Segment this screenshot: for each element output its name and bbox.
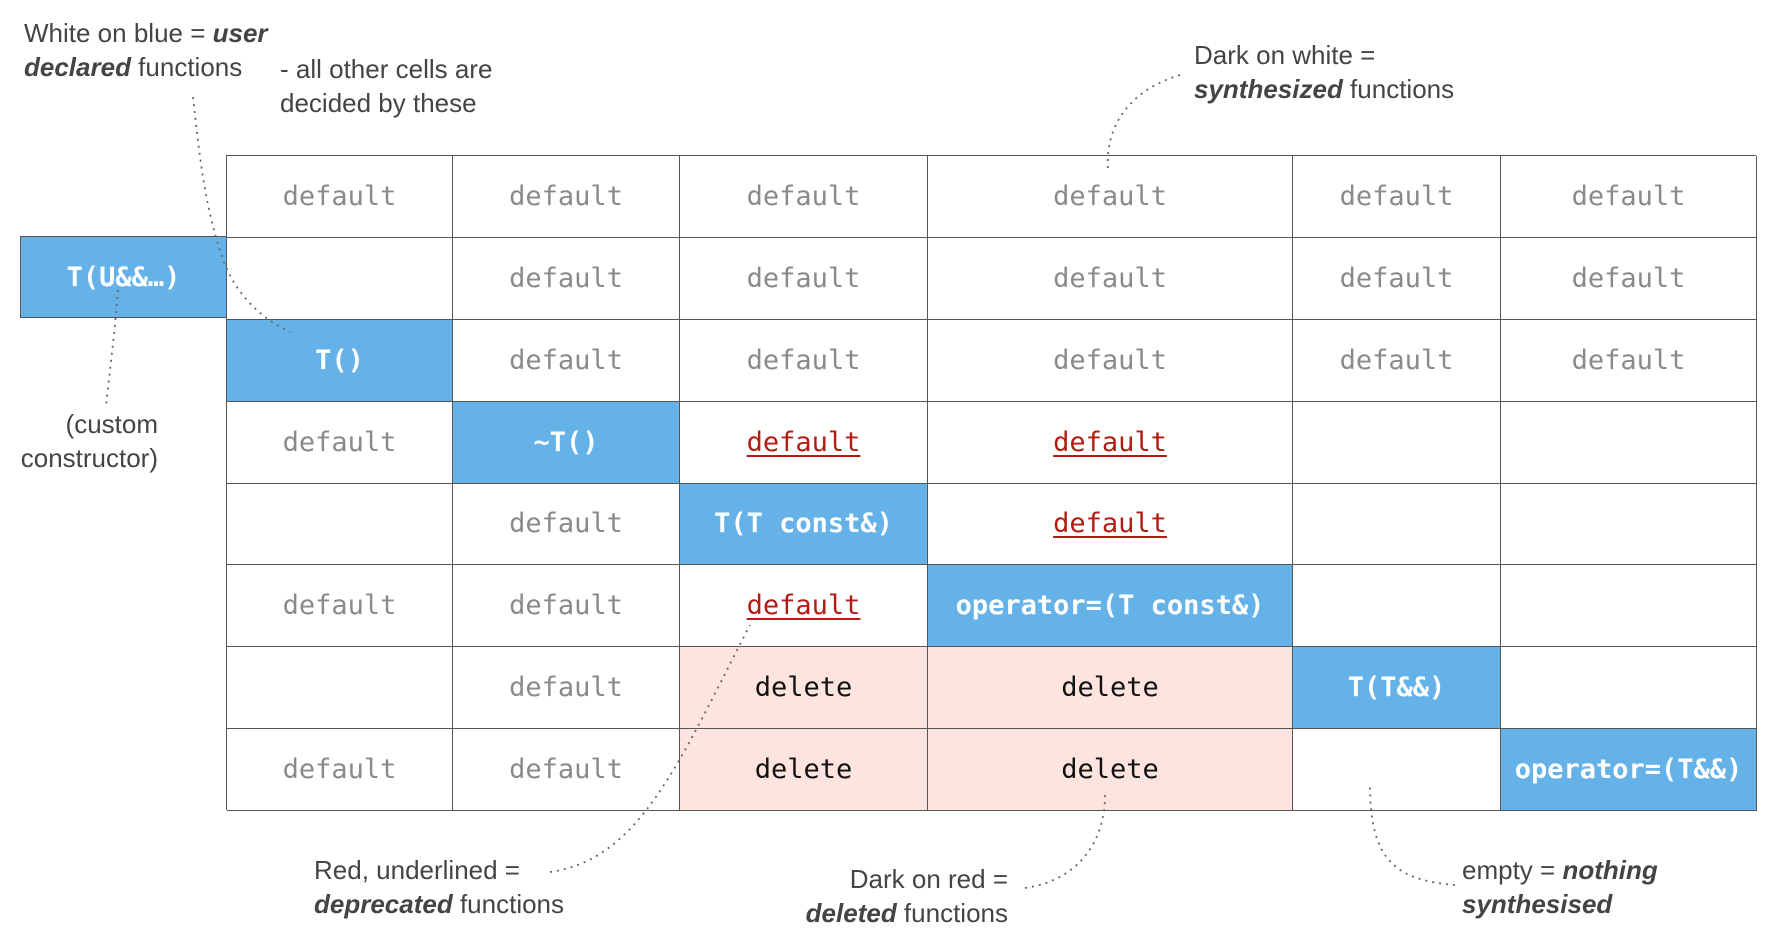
cell-r8-c3: delete xyxy=(680,729,928,811)
cell-r4-c5 xyxy=(1293,401,1501,484)
cell-r2-c2: default xyxy=(453,237,680,320)
cell-r3-c5: default xyxy=(1293,319,1501,402)
cell-r6-c4: operator=(T const&) xyxy=(928,565,1293,648)
cell-r8-c5 xyxy=(1293,729,1501,811)
cell-r8-c4: delete xyxy=(928,729,1293,811)
cell-r1-c3: default xyxy=(680,156,928,238)
cell-r8-c2: default xyxy=(453,729,680,811)
cell-r3-c3: default xyxy=(680,319,928,402)
custom-constructor-note: (custom constructor) xyxy=(20,409,158,473)
cell-r2-c4: default xyxy=(928,237,1293,320)
cell-r5-c6 xyxy=(1501,483,1757,566)
cell-r6-c2: default xyxy=(453,565,680,648)
cell-r3-c4: default xyxy=(928,319,1293,402)
cell-r6-c1: default xyxy=(227,565,453,648)
cell-r4-c2: ~T() xyxy=(453,401,680,484)
cell-r7-c1 xyxy=(227,647,453,730)
cell-r8-c1: default xyxy=(227,729,453,811)
cell-r2-c5: default xyxy=(1293,237,1501,320)
others-decided-note: - all other cells are decided by these xyxy=(280,54,493,118)
cell-r7-c5: T(T&&) xyxy=(1293,647,1501,730)
cell-r3-c1: T() xyxy=(227,319,453,402)
cell-r5-c5 xyxy=(1293,483,1501,566)
cell-r4-c4: default xyxy=(928,401,1293,484)
empty-legend: empty = nothing synthesised xyxy=(1462,855,1658,919)
cell-r4-c3: default xyxy=(680,401,928,484)
cell-r3-c2: default xyxy=(453,319,680,402)
cell-r6-c6 xyxy=(1501,565,1757,648)
cell-r8-c6: operator=(T&&) xyxy=(1501,729,1757,811)
cell-r2-c1 xyxy=(227,237,453,320)
cell-r3-c6: default xyxy=(1501,319,1757,402)
cell-r7-c3: delete xyxy=(680,647,928,730)
cell-r5-c2: default xyxy=(453,483,680,566)
cell-r4-c6 xyxy=(1501,401,1757,484)
cell-r6-c5 xyxy=(1293,565,1501,648)
cell-r1-c6: default xyxy=(1501,156,1757,238)
cell-r1-c4: default xyxy=(928,156,1293,238)
cell-r1-c2: default xyxy=(453,156,680,238)
cell-r1-c1: default xyxy=(227,156,453,238)
cell-r4-c1: default xyxy=(227,401,453,484)
deleted-legend: Dark on red = deleted functions xyxy=(805,864,1008,928)
cell-r5-c1 xyxy=(227,483,453,566)
custom-constructor-cell: T(U&&…) xyxy=(20,236,227,318)
cell-r7-c4: delete xyxy=(928,647,1293,730)
cell-r7-c2: default xyxy=(453,647,680,730)
cell-r6-c3: default xyxy=(680,565,928,648)
synthesized-legend: Dark on white = synthesized functions xyxy=(1194,40,1455,104)
cell-r7-c6 xyxy=(1501,647,1757,730)
cell-r1-c5: default xyxy=(1293,156,1501,238)
cell-r5-c4: default xyxy=(928,483,1293,566)
cell-r2-c6: default xyxy=(1501,237,1757,320)
cell-r2-c3: default xyxy=(680,237,928,320)
deprecated-legend: Red, underlined = deprecated functions xyxy=(314,855,565,919)
cell-r5-c3: T(T const&) xyxy=(680,483,928,566)
user-declared-legend: White on blue = user declared functions xyxy=(24,18,268,82)
